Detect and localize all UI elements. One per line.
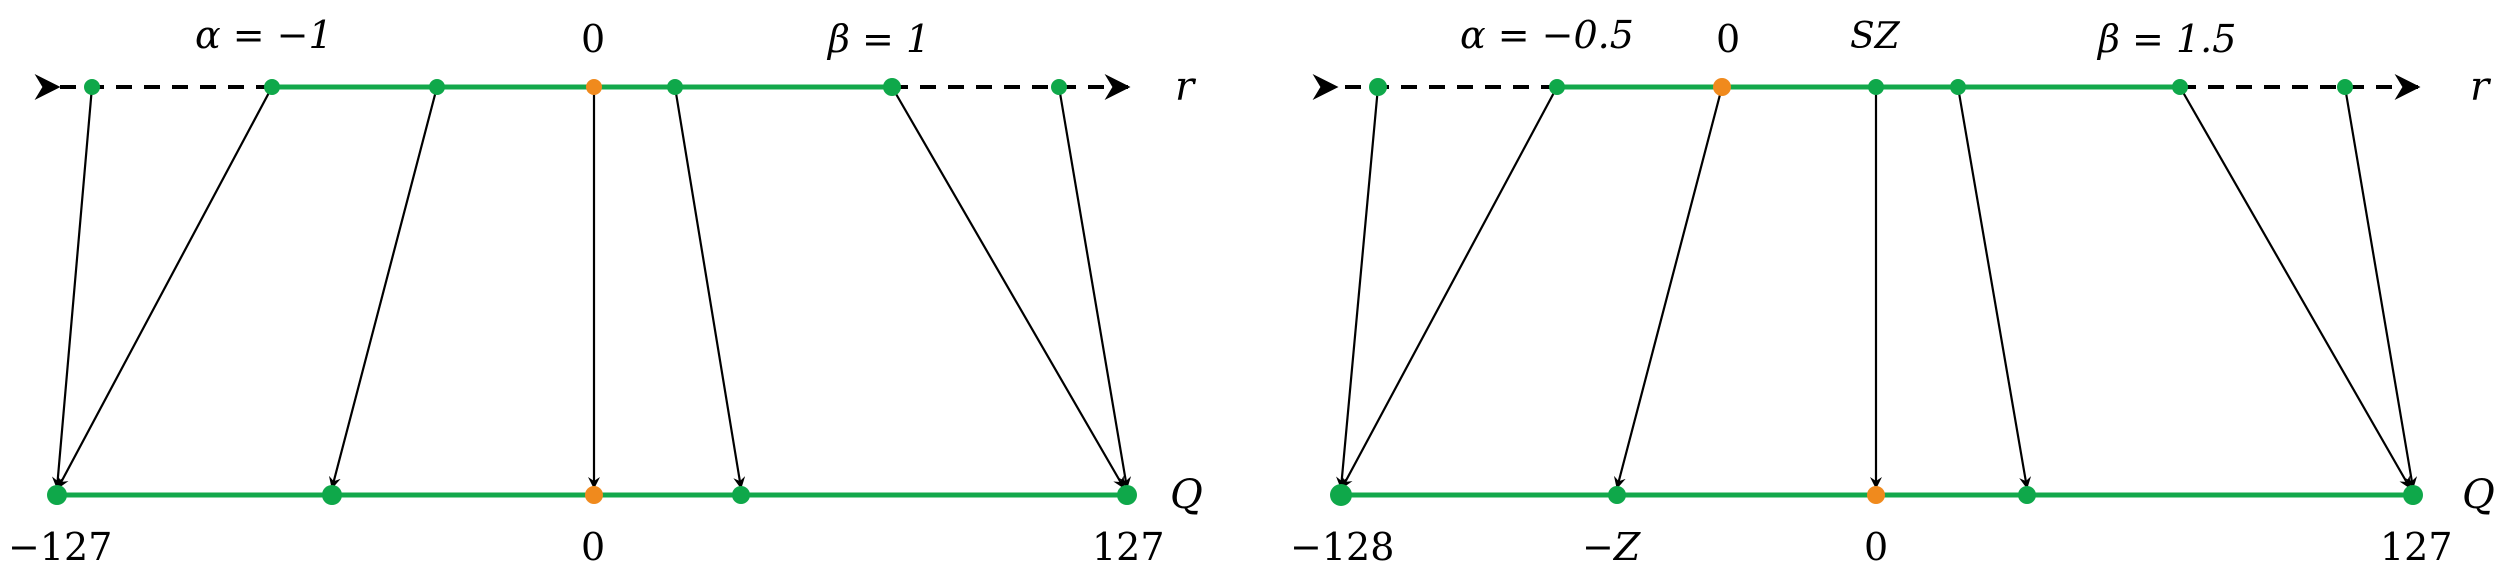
q-point-min [47,485,67,505]
q-zero-label: 0 [581,525,605,569]
r-point-zero [1713,78,1731,96]
q-point [732,486,750,504]
r-point [84,79,100,95]
zero-top-label: 0 [1716,17,1740,61]
r-point [1369,78,1387,96]
r-point [1950,79,1966,95]
q-point-zero [1867,486,1885,504]
q-point [322,485,342,505]
q-point-min [1330,484,1352,506]
r-point-alpha [264,79,280,95]
r-point-sz [1868,79,1884,95]
map-arrow [51,86,94,489]
symmetric-panel: r α = −1 0 β = 1 Q −127 0 127 [8,13,1203,569]
q-max-label: 127 [1092,525,1165,569]
r-point-alpha [1549,79,1565,95]
r-axis-label: r [2470,64,2492,110]
q-point-max [2403,485,2423,505]
map-arrow [1956,86,2032,489]
mapping-arrows [1336,86,2418,489]
map-arrow [891,86,1125,489]
q-axis-label: Q [2462,472,2495,518]
sz-label: SZ [1850,16,1901,57]
q-neg-z-label: −Z [1582,525,1641,569]
q-min-label: −128 [1290,525,1394,569]
q-point-zero [585,486,603,504]
map-arrow [1057,86,1132,489]
r-point-beta [2172,79,2188,95]
map-arrow [2179,86,2411,489]
q-axis-label: Q [1170,472,1203,518]
q-point-neg-z [1608,486,1626,504]
q-zero-label: 0 [1864,525,1888,569]
q-point [2018,486,2036,504]
map-arrow [1613,86,1724,489]
alpha-label: α = −1 [195,13,333,57]
map-arrow [57,86,273,489]
mapping-arrows [51,86,1132,489]
q-max-label: 127 [2380,525,2453,569]
q-min-label: −127 [8,525,112,569]
zero-top-label: 0 [581,17,605,61]
beta-label: β = 1 [826,17,930,61]
r-point [429,79,445,95]
r-point-zero [586,79,602,95]
map-arrow [1341,86,1558,489]
asymmetric-panel: r α = −0.5 0 SZ β = 1.5 Q −128 −Z 0 127 [1290,13,2495,569]
map-arrow [2343,86,2418,489]
map-arrow [1336,86,1380,489]
r-point [667,79,683,95]
r-point [1051,79,1067,95]
q-point-max [1117,485,1137,505]
map-arrow [673,86,746,489]
alpha-label: α = −0.5 [1460,13,1634,57]
beta-label: β = 1.5 [2096,17,2236,61]
map-arrow [328,86,439,489]
r-axis-label: r [1175,64,1197,110]
r-point-beta [883,78,901,96]
r-point [2337,79,2353,95]
